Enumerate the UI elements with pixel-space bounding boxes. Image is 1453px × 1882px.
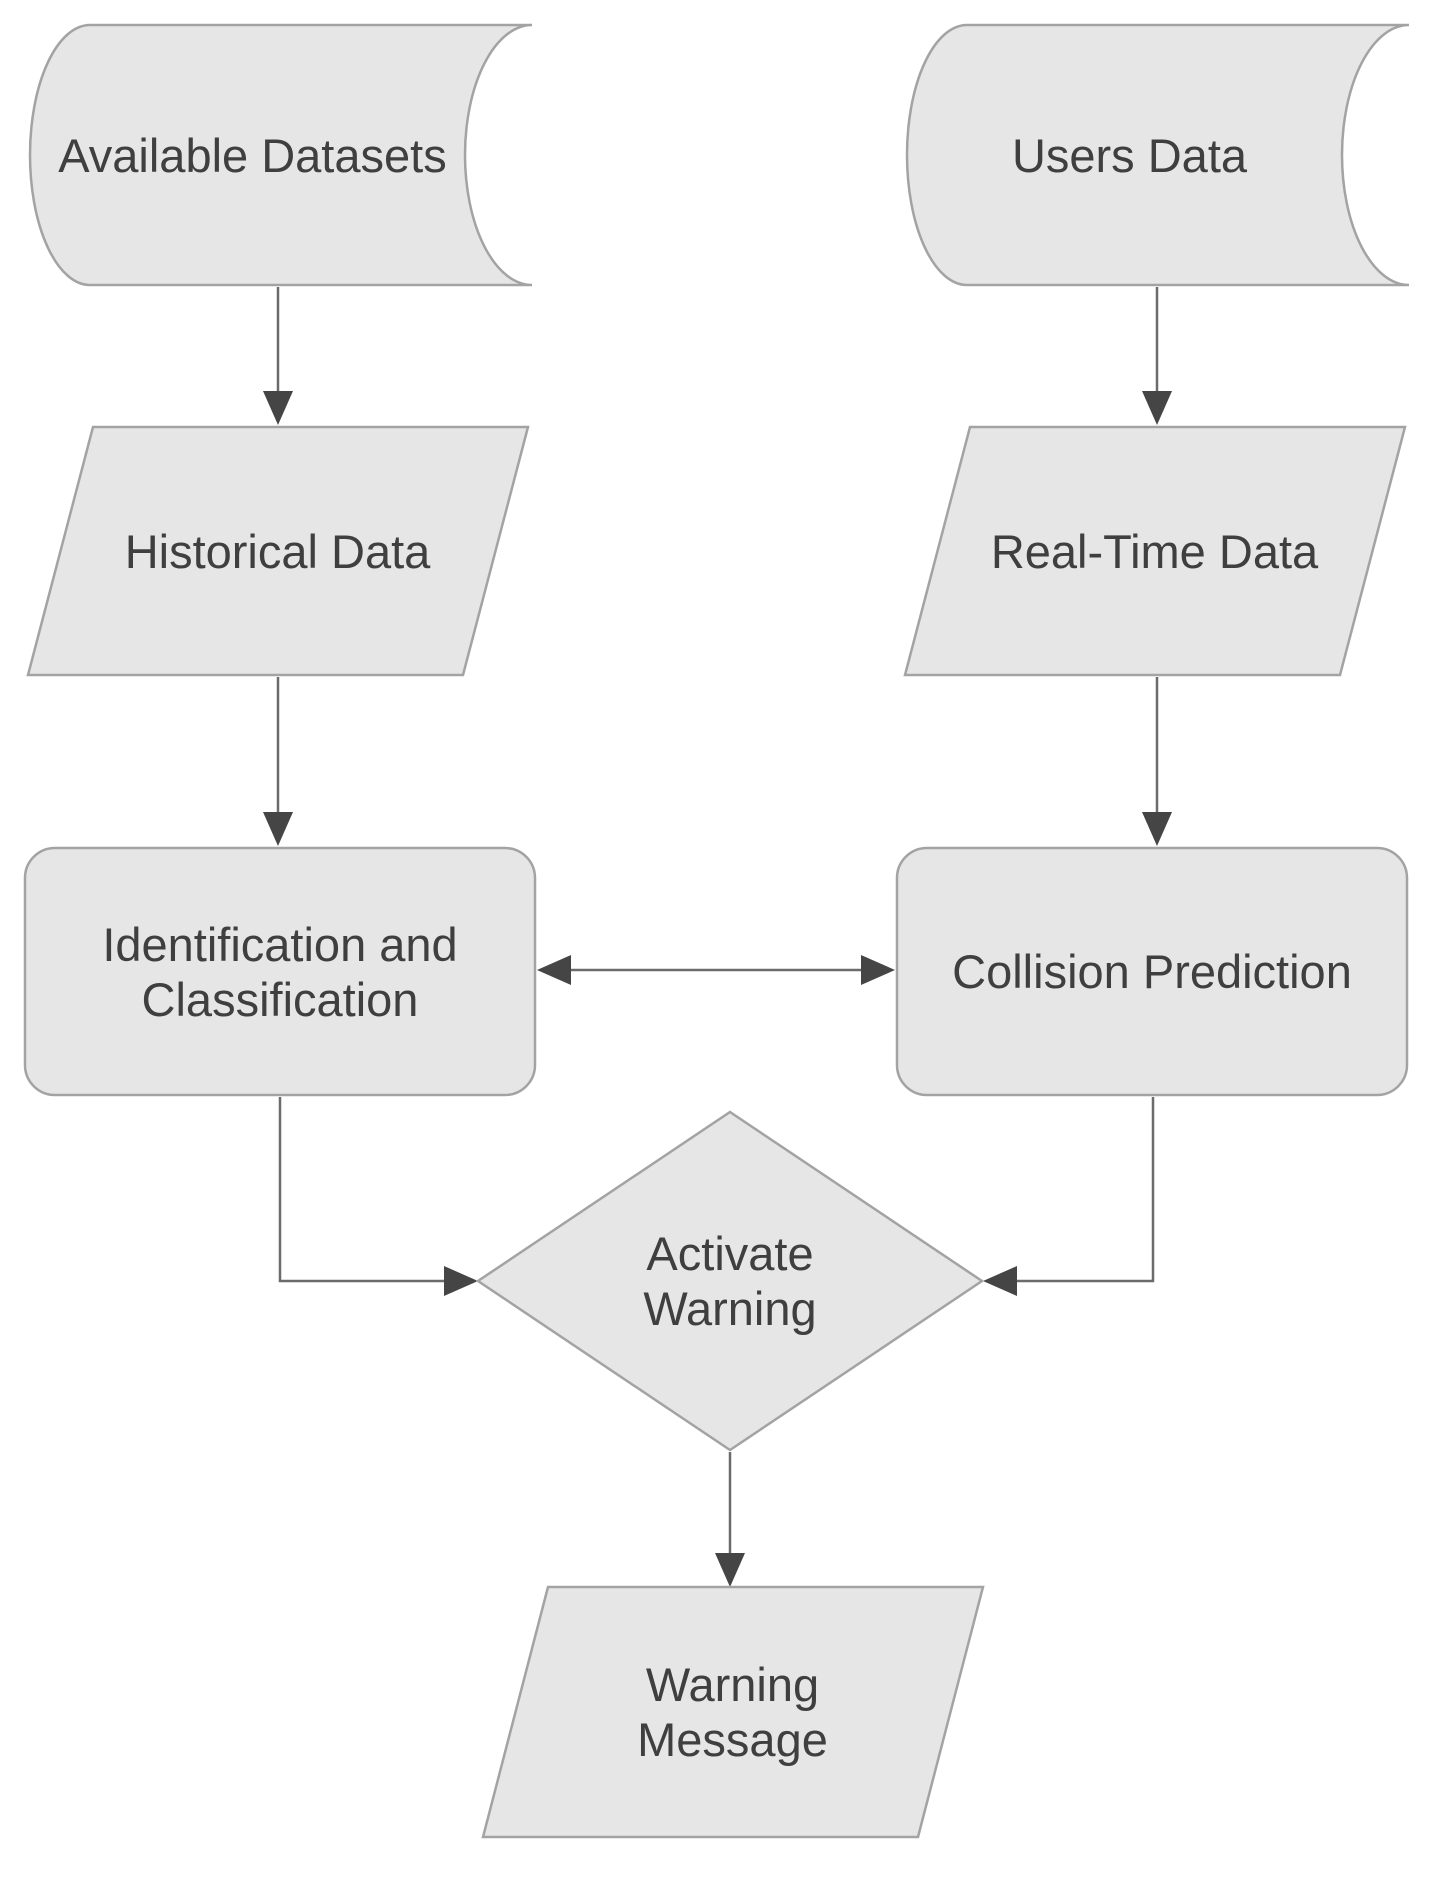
activate-warning-node	[475, 1110, 985, 1452]
double-arrow-identification-collision-prediction	[537, 955, 895, 985]
arrow-collision-prediction-to-activate-warning	[983, 1097, 1155, 1296]
available-datasets-node	[28, 23, 533, 287]
arrow-historical-data-to-identification	[263, 677, 293, 846]
historical-data-node	[26, 425, 530, 677]
real-time-data-node	[903, 425, 1407, 677]
arrow-real-time-data-to-collision-prediction	[1142, 677, 1172, 846]
warning-message-node	[481, 1585, 985, 1839]
arrow-identification-to-activate-warning	[278, 1097, 478, 1296]
collision-prediction-node	[895, 846, 1409, 1097]
identification-classification-node	[23, 846, 537, 1097]
arrow-available-datasets-to-historical-data	[263, 287, 293, 425]
users-data-node	[905, 23, 1410, 287]
arrow-users-data-to-real-time-data	[1142, 287, 1172, 425]
arrow-activate-warning-to-warning-message	[715, 1452, 745, 1587]
